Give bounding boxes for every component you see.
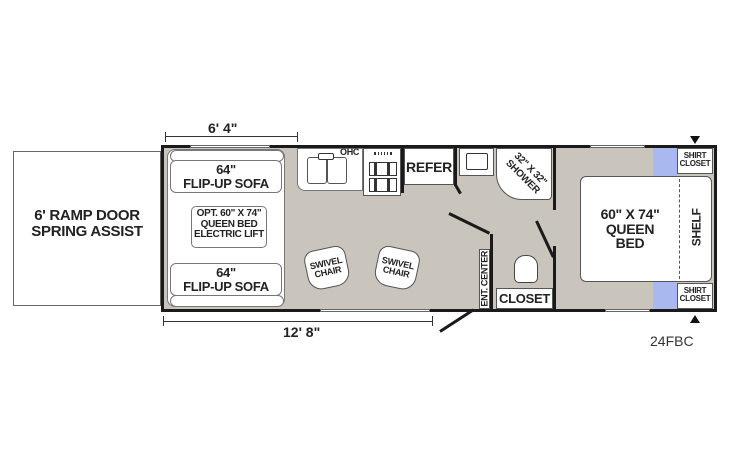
bath-closet-label: CLOSET xyxy=(499,291,550,306)
sofa-bottom: 64" FLIP-UP SOFA xyxy=(170,263,282,296)
sink-icon xyxy=(327,157,347,184)
dimension-bottom: 12' 8" xyxy=(163,312,433,342)
ramp-door-label-2: SPRING ASSIST xyxy=(31,222,143,240)
ramp-door: 6' RAMP DOOR SPRING ASSIST xyxy=(13,151,161,306)
shelf-label: SHELF xyxy=(689,208,704,247)
optional-bed-line-3: ELECTRIC LIFT xyxy=(194,229,264,240)
wall-segment xyxy=(553,246,556,310)
shirt-closet-top: SHIRT CLOSET xyxy=(677,148,713,174)
overhead-cabinet-label: OHC xyxy=(340,147,360,157)
bath-closet: CLOSET xyxy=(496,288,553,309)
sofa-bottom-name: FLIP-UP SOFA xyxy=(183,278,269,294)
shirt-closet-bottom-line-1: SHIRT xyxy=(683,286,707,295)
queen-bed-size: 60" X 74" xyxy=(600,206,660,222)
wall-segment xyxy=(401,148,404,193)
shower: 32" X 32" SHOWER xyxy=(496,148,552,200)
burner-icon xyxy=(369,178,397,192)
dimension-top: 6' 4" xyxy=(165,120,298,142)
window xyxy=(590,145,645,148)
dimension-top-label: 6' 4" xyxy=(203,120,243,136)
window xyxy=(605,309,650,312)
wall-segment xyxy=(454,148,457,186)
wardrobe-bottom xyxy=(653,282,677,309)
sofa-top-size: 64" xyxy=(216,162,236,177)
entry-door xyxy=(439,308,475,333)
wall-segment xyxy=(553,148,556,210)
shirt-closet-bottom-line-2: CLOSET xyxy=(679,294,711,304)
entertainment-center-label: ENT. CENTER xyxy=(479,250,490,307)
wardrobe-top xyxy=(653,148,677,176)
queen-bed-line-3: BED xyxy=(615,235,645,252)
bathroom-sink xyxy=(459,148,494,176)
refrigerator: REFER xyxy=(404,148,454,185)
faucet-icon xyxy=(318,153,334,160)
shirt-closet-bottom: SHIRT CLOSET xyxy=(677,283,713,309)
shirt-closet-top-line-2: CLOSET xyxy=(679,159,711,169)
queen-bed-line-2: QUEEN xyxy=(605,220,655,237)
refrigerator-label: REFER xyxy=(406,159,452,175)
sofa-bottom-size: 64" xyxy=(216,265,236,280)
dimension-bottom-label: 12' 8" xyxy=(278,324,326,340)
optional-bed-line-1: OPT. 60" X 74" xyxy=(196,208,262,219)
toilet-icon xyxy=(514,255,538,283)
burner-icon xyxy=(369,162,397,176)
sofa-top: 64" FLIP-UP SOFA xyxy=(170,160,282,193)
shelf-divider xyxy=(679,179,680,279)
stove xyxy=(363,148,401,196)
sofa-top-name: FLIP-UP SOFA xyxy=(183,175,269,191)
sink-icon xyxy=(466,153,488,170)
bath-door-wall xyxy=(490,234,493,310)
sink-icon xyxy=(307,157,327,184)
stove-vent-icon xyxy=(374,152,392,155)
arrow-down-icon xyxy=(690,136,700,144)
model-label: 24FBC xyxy=(650,333,694,349)
arrow-up-icon xyxy=(690,315,700,323)
cushion-bottom xyxy=(170,295,284,307)
optional-bed-line-2: QUEEN BED xyxy=(200,218,258,230)
optional-bed: OPT. 60" X 74" QUEEN BED ELECTRIC LIFT xyxy=(191,206,267,248)
queen-bed: 60" X 74" QUEEN BED SHELF xyxy=(580,176,712,282)
ramp-door-label-1: 6' RAMP DOOR xyxy=(34,207,140,224)
window xyxy=(190,145,270,148)
shirt-closet-top-line-1: SHIRT xyxy=(683,151,707,160)
window xyxy=(320,309,430,312)
entertainment-center: ENT. CENTER xyxy=(479,249,490,309)
